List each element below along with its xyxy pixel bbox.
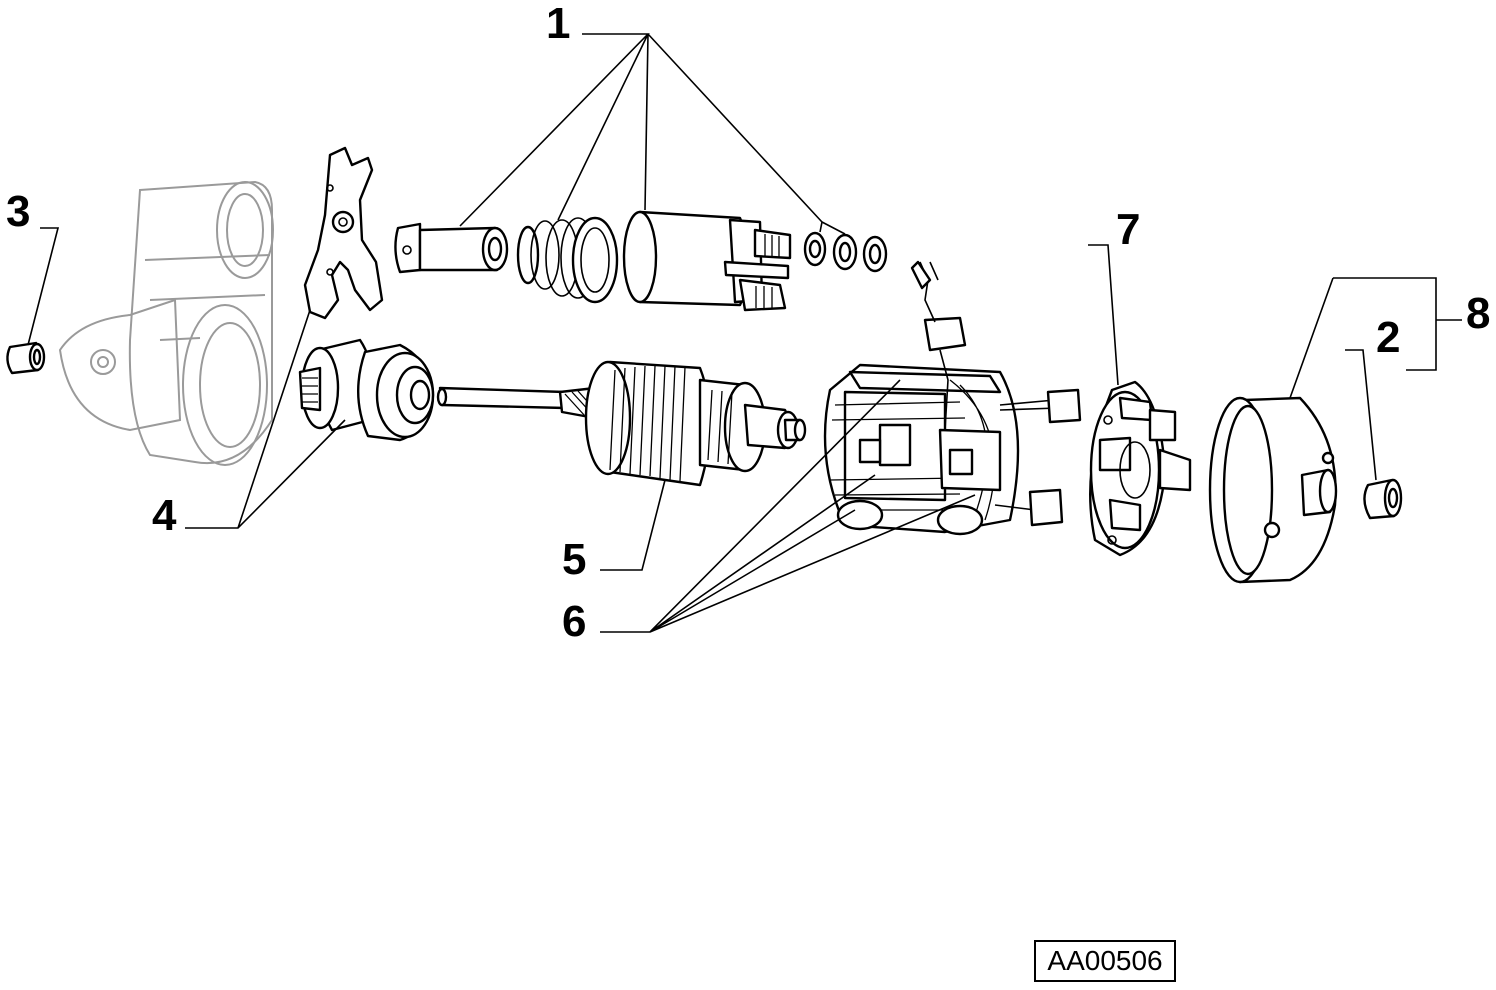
terminal-nuts — [803, 231, 888, 273]
callout-1: 1 — [546, 0, 571, 48]
brush-holder — [1089, 380, 1192, 557]
callout-3: 3 — [6, 187, 31, 236]
callout-8: 8 — [1466, 289, 1491, 338]
rear-bushing — [1363, 478, 1403, 520]
armature — [436, 360, 807, 487]
front-bushing — [6, 341, 46, 375]
reference-code-label: AA00506 — [1034, 940, 1176, 982]
field-coil-assembly — [823, 260, 1082, 536]
solenoid-body — [622, 210, 792, 312]
solenoid-spring — [516, 216, 619, 304]
callout-4: 4 — [152, 491, 177, 540]
drive-end-housing — [58, 180, 274, 466]
leader-lines — [27, 33, 1462, 633]
shift-fork — [303, 146, 384, 320]
callout-6: 6 — [562, 597, 587, 646]
callout-7: 7 — [1116, 205, 1141, 254]
callout-5: 5 — [562, 535, 587, 584]
solenoid-plunger — [394, 222, 509, 274]
end-cover — [1208, 396, 1338, 584]
callout-2: 2 — [1376, 313, 1401, 362]
drive-pinion-clutch — [298, 338, 435, 442]
